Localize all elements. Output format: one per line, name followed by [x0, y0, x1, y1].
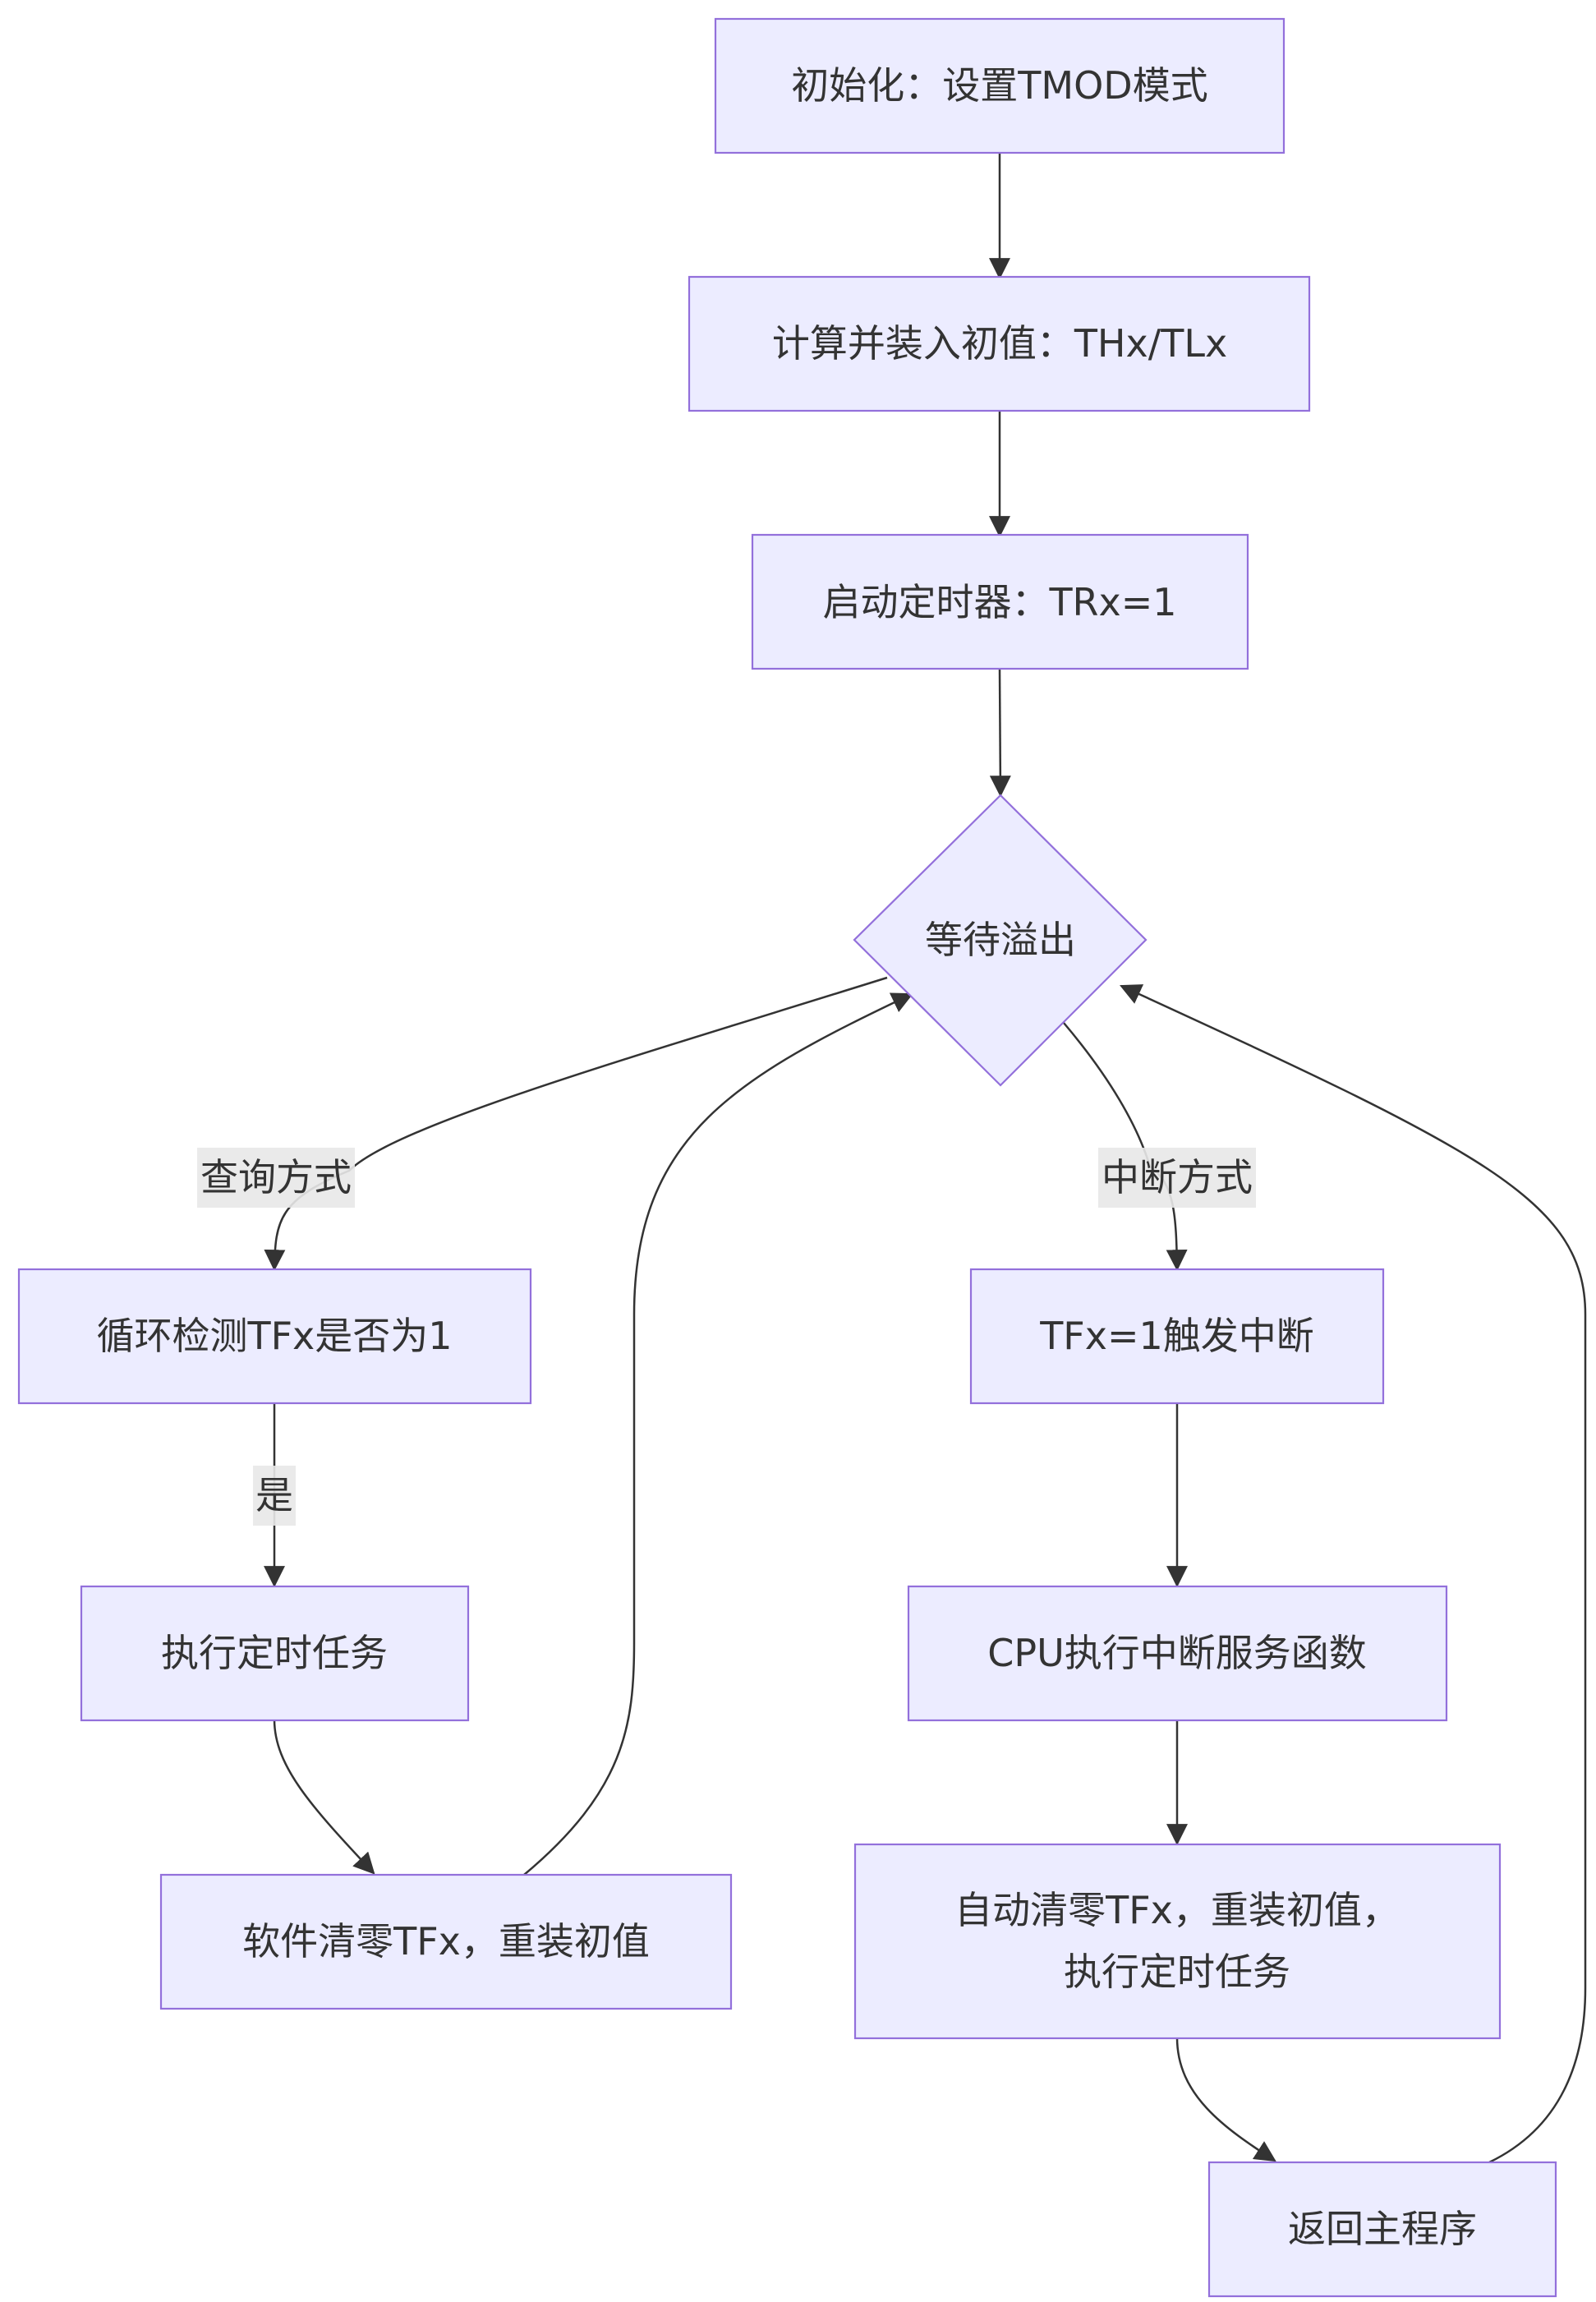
node-poll-clear: 软件清零TFx，重装初值: [159, 1873, 733, 2010]
edge-int-clear-to-return: [1175, 2037, 1276, 2162]
node-wait-decision: 等待溢出: [853, 794, 1148, 1087]
node-start: 启动定时器：TRx=1: [751, 533, 1249, 670]
node-start-label: 启动定时器：TRx=1: [822, 580, 1176, 624]
edge-wait-to-int-trigger: [1063, 1022, 1188, 1272]
edge-label-yes: 是: [253, 1466, 296, 1526]
edge-label-int-mode: 中断方式: [1098, 1148, 1256, 1208]
node-poll-task: 执行定时任务: [80, 1585, 470, 1722]
edge-int-return-to-wait: [1120, 984, 1587, 2164]
node-int-clear: 自动清零TFx，重装初值， 执行定时任务: [853, 1843, 1502, 2040]
node-int-isr: CPU执行中断服务函数: [907, 1585, 1448, 1722]
edge-poll-clear-to-wait: [523, 992, 913, 1876]
node-init: 初始化：设置TMOD模式: [714, 17, 1286, 154]
node-poll-check-label: 循环检测TFx是否为1: [96, 1314, 452, 1358]
node-int-return-label: 返回主程序: [1288, 2207, 1477, 2251]
node-poll-clear-label: 软件清零TFx，重装初值: [242, 1919, 650, 1964]
edge-poll-task-to-clear: [273, 1719, 375, 1875]
edge-wait-to-poll-check: [264, 976, 888, 1272]
node-load-label: 计算并装入初值：THx/TLx: [772, 321, 1227, 366]
edge-label-poll-mode: 查询方式: [197, 1148, 355, 1208]
edge-label-poll-mode-text: 查询方式: [200, 1155, 352, 1199]
node-poll-check: 循环检测TFx是否为1: [17, 1268, 532, 1405]
node-load: 计算并装入初值：THx/TLx: [688, 275, 1311, 412]
edge-label-yes-text: 是: [255, 1473, 293, 1517]
node-int-return: 返回主程序: [1207, 2161, 1557, 2298]
node-int-isr-label: CPU执行中断服务函数: [987, 1631, 1367, 1675]
node-init-label: 初始化：设置TMOD模式: [791, 63, 1207, 108]
node-int-clear-label-line1: 自动清零TFx，重装初值，: [954, 1888, 1400, 1932]
node-poll-task-label: 执行定时任务: [161, 1631, 388, 1675]
node-wait-label: 等待溢出: [925, 918, 1076, 962]
node-int-clear-label-line2: 执行定时任务: [1064, 1950, 1290, 1994]
node-int-trigger: TFx=1触发中断: [969, 1268, 1385, 1405]
edge-label-int-mode-text: 中断方式: [1102, 1155, 1253, 1199]
node-int-trigger-label: TFx=1触发中断: [1039, 1314, 1314, 1358]
